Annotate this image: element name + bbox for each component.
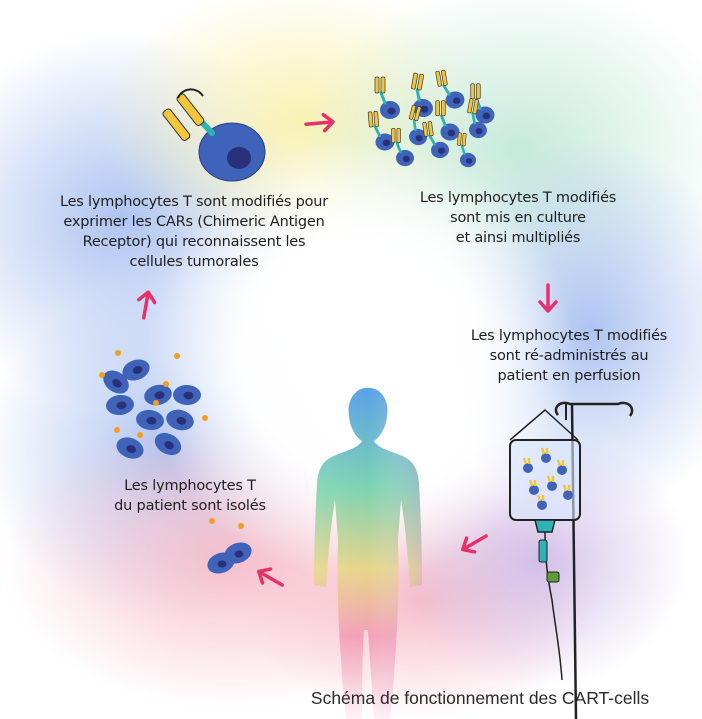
t-cell-icon bbox=[408, 104, 427, 146]
t-cell-icon bbox=[422, 121, 449, 159]
t-cell-icon bbox=[467, 98, 487, 139]
car-receptor-icon bbox=[162, 88, 215, 141]
t-cell-icon bbox=[166, 409, 194, 431]
step-isolate-line: du patient sont isolés bbox=[114, 498, 266, 514]
step-isolate-label: Les lymphocytes T du patient sont isolés bbox=[90, 476, 290, 516]
step-isolate-line: Les lymphocytes T bbox=[124, 478, 256, 494]
step-modify-label: Les lymphocytes T sont modifiés pour exp… bbox=[28, 192, 360, 272]
step-culture-line: Les lymphocytes T modifiés bbox=[419, 190, 617, 206]
arrow-icon bbox=[538, 283, 558, 313]
t-cell-icon bbox=[435, 100, 460, 141]
iv-drip-icon bbox=[509, 401, 634, 719]
cycle-arrows bbox=[137, 112, 558, 587]
step-culture-line: et ainsi multipliés bbox=[455, 230, 581, 246]
diagram-caption: Schéma de fonctionnement des CART-cells bbox=[310, 688, 650, 708]
t-cell-icon bbox=[391, 127, 414, 167]
car-modified-cell bbox=[162, 88, 266, 182]
step-modify-line: exprimer les CARs (Chimeric Antigen bbox=[63, 214, 325, 230]
t-cell-icon bbox=[122, 359, 150, 381]
step-culture-line: sont mis en culture bbox=[450, 210, 586, 226]
human-silhouette-icon bbox=[314, 388, 422, 719]
multiplied-car-t-cells bbox=[367, 69, 495, 168]
step-modify-line: cellules tumorales bbox=[129, 254, 259, 270]
arrow-icon bbox=[460, 534, 488, 554]
step-reinject-label: Les lymphocytes T modifiés sont ré-admin… bbox=[440, 326, 698, 386]
t-cell-icon bbox=[374, 76, 400, 119]
extracted-cells bbox=[207, 518, 252, 574]
t-cell-icon bbox=[173, 384, 201, 406]
step-reinject-line: patient en perfusion bbox=[497, 368, 641, 384]
step-culture-label: Les lymphocytes T modifiés sont mis en c… bbox=[378, 188, 658, 248]
step-reinject-line: sont ré-administrés au bbox=[489, 348, 649, 364]
step-reinject-line: Les lymphocytes T modifiés bbox=[470, 328, 668, 344]
t-cell-icon bbox=[116, 437, 144, 459]
t-cell-icon bbox=[435, 69, 465, 109]
t-cell-icon bbox=[144, 384, 172, 406]
step-modify-line: Receptor) qui reconnaissent les bbox=[82, 234, 306, 250]
t-cell-icon bbox=[470, 83, 495, 124]
step-modify-line: Les lymphocytes T sont modifiés pour bbox=[59, 194, 329, 210]
t-cell-icon bbox=[367, 110, 395, 151]
t-cell-icon bbox=[136, 409, 164, 431]
arrow-icon bbox=[304, 112, 335, 133]
t-cell-icon bbox=[103, 370, 129, 394]
t-cell-icon bbox=[154, 432, 182, 456]
t-cell-icon bbox=[457, 132, 476, 168]
t-cell-icon bbox=[106, 394, 134, 416]
arrow-icon bbox=[137, 290, 157, 320]
isolated-t-cells bbox=[99, 350, 208, 459]
arrow-icon bbox=[256, 567, 284, 587]
